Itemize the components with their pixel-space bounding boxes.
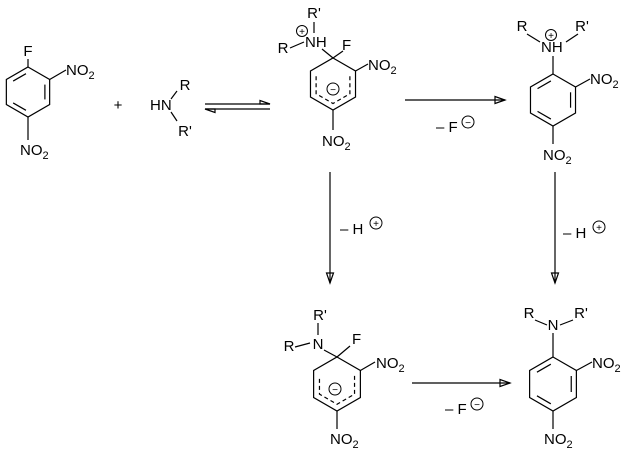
svg-text:+: + <box>548 31 554 42</box>
atom-r: R <box>517 18 528 35</box>
arrowhead-icon <box>325 272 335 285</box>
bond <box>559 319 574 326</box>
dinitroaniline-product: N R R' NO2 NO2 <box>524 305 621 451</box>
bonds <box>5 22 593 429</box>
atom-n: N <box>313 336 324 353</box>
bond <box>49 69 67 81</box>
svg-text:−: − <box>330 85 336 96</box>
negative-charge-icon: − <box>328 382 342 396</box>
atom-r: R <box>524 305 535 322</box>
bond <box>534 319 548 326</box>
anilinium-product: NH R R' NO2 NO2 + <box>517 18 619 167</box>
cyclohexadienyl-ring <box>309 57 357 111</box>
positive-charge-icon: + <box>592 220 606 234</box>
svg-text:+: + <box>373 219 379 230</box>
svg-text:−: − <box>474 400 480 411</box>
arrowhead-icon <box>494 95 507 105</box>
benzene-ring <box>529 73 577 127</box>
plus-sign: + <box>114 97 123 114</box>
delocalized-charge <box>315 76 351 105</box>
nitro-group: NO2 <box>543 147 572 167</box>
atom-r: R <box>180 77 191 94</box>
cyclohexadienyl-ring <box>313 356 361 412</box>
secondary-amine: HN R R' <box>150 77 192 140</box>
bond <box>336 345 351 358</box>
condition-minus-fluoride: – F − <box>436 115 475 136</box>
atom-r-prime: R' <box>313 307 327 324</box>
positive-charge-icon: + <box>296 25 308 38</box>
bond <box>289 41 305 49</box>
bond <box>565 33 579 43</box>
double-bond <box>12 102 27 111</box>
nitro-group: NO2 <box>368 57 397 77</box>
svg-text:−: − <box>465 118 471 129</box>
svg-text:+: + <box>596 223 602 234</box>
positive-charge-icon: + <box>369 216 383 230</box>
atom-f: F <box>342 37 351 54</box>
delocalized-charge <box>318 375 356 405</box>
svg-text:– H: – H <box>340 221 363 238</box>
bond <box>170 90 178 100</box>
nitro-group: NO2 <box>20 142 49 162</box>
nitro-group: NO2 <box>590 71 619 91</box>
negative-charge-icon: − <box>470 397 484 411</box>
arrowhead-icon <box>499 378 512 388</box>
benzene-ring <box>5 66 51 118</box>
svg-text:+: + <box>299 27 305 38</box>
svg-text:−: − <box>332 385 338 396</box>
bond <box>332 50 344 59</box>
atom-r: R <box>284 338 295 355</box>
benzene-ring <box>529 356 577 412</box>
meisenheimer-complex-ammonium: NH R' R F NO2 NO2 + − <box>278 5 397 153</box>
bond <box>576 361 593 372</box>
negative-charge-icon: − <box>461 115 475 129</box>
arrowhead-icon <box>259 99 271 105</box>
atom-n: N <box>548 317 559 334</box>
atom-f: F <box>23 43 32 60</box>
double-bond <box>537 80 552 90</box>
double-bond <box>537 110 552 120</box>
bond <box>360 361 376 372</box>
condition-minus-proton: – H + <box>563 220 606 242</box>
atom-f: F <box>352 331 361 348</box>
svg-text:– F: – F <box>436 119 458 136</box>
atom-r-prime: R' <box>574 305 588 322</box>
nitro-group: NO2 <box>544 431 573 451</box>
condition-minus-proton: – H + <box>340 216 383 238</box>
bond <box>323 349 338 358</box>
arrowhead-icon <box>204 108 216 114</box>
negative-charge-icon: − <box>326 82 340 96</box>
bond <box>355 63 369 72</box>
arrowhead-icon <box>550 272 560 285</box>
nitro-group: NO2 <box>330 431 359 451</box>
dinitrofluorobenzene: F NO2 NO2 <box>20 43 95 162</box>
double-bond <box>536 395 552 405</box>
double-bond <box>12 73 27 82</box>
meisenheimer-complex-anion: N R' R F NO2 NO2 − <box>284 307 405 451</box>
bond <box>575 78 591 88</box>
nitro-group: NO2 <box>592 355 621 375</box>
atom-nh: NH <box>305 34 327 51</box>
atom-hn: HN <box>150 97 172 114</box>
svg-text:– F: – F <box>445 401 467 418</box>
nitro-group: NO2 <box>322 133 351 153</box>
atom-r-prime: R' <box>178 123 192 140</box>
bond <box>294 342 311 348</box>
svg-text:– H: – H <box>563 225 586 242</box>
condition-minus-fluoride: – F − <box>445 397 484 418</box>
double-bond <box>536 363 552 373</box>
atom-nh: NH <box>541 39 563 56</box>
atom-r-prime: R' <box>307 5 321 22</box>
bond <box>526 33 541 43</box>
nitro-group: NO2 <box>66 62 95 82</box>
nitro-group: NO2 <box>376 355 405 375</box>
positive-charge-icon: + <box>545 29 557 42</box>
bond <box>170 111 178 122</box>
atom-r: R <box>278 40 289 57</box>
atom-r-prime: R' <box>575 18 589 35</box>
bond <box>321 48 334 59</box>
